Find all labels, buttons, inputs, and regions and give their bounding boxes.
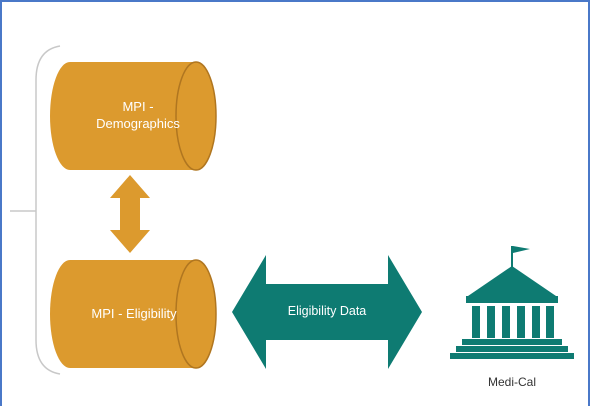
frame-bottom-edge — [0, 406, 594, 410]
eligibility-data-arrow-label: Eligibility Data — [287, 304, 367, 318]
medical-node-label: Medi-Cal — [487, 375, 536, 389]
eligibility-data-arrow — [232, 255, 422, 369]
demographics-node-label: MPI - Demographics — [96, 99, 180, 131]
demographics-database-shape — [50, 61, 217, 171]
grouping-bracket — [35, 45, 61, 375]
eligibility-node-label: MPI - Eligibility — [91, 306, 177, 321]
demographics-eligibility-arrow — [110, 175, 150, 253]
eligibility-database-shape — [50, 259, 217, 369]
government-building-icon — [450, 246, 574, 359]
